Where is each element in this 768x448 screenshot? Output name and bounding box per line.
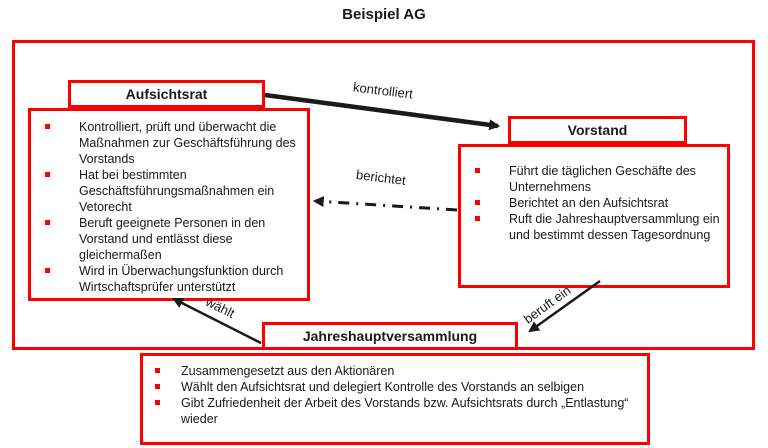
aufsichtsrat-bullet-list: Kontrolliert, prüft und überwacht die Ma…: [31, 119, 307, 295]
list-item: Wählt den Aufsichtsrat und delegiert Kon…: [143, 379, 647, 395]
list-item: Ruft die Jahreshauptversammlung ein und …: [461, 211, 727, 243]
vorstand-bullet-list: Führt die täglichen Geschäfte des Untern…: [461, 163, 727, 243]
list-item: Wird in Überwachungsfunktion durch Wirts…: [31, 263, 307, 295]
list-item: Berichtet an den Aufsichtsrat: [461, 195, 727, 211]
vorstand-header: Vorstand: [508, 116, 687, 144]
list-item: Kontrolliert, prüft und überwacht die Ma…: [31, 119, 307, 167]
list-item: Beruft geeignete Personen in den Vorstan…: [31, 215, 307, 263]
list-item: Gibt Zufriedenheit der Arbeit des Vorsta…: [143, 395, 647, 427]
vorstand-box: Führt die täglichen Geschäfte des Untern…: [458, 144, 730, 288]
aufsichtsrat-header: Aufsichtsrat: [68, 80, 265, 108]
jahreshauptversammlung-box: Zusammengesetzt aus den Aktionären Wählt…: [140, 353, 650, 445]
jahreshauptversammlung-header: Jahreshauptversammlung: [262, 322, 518, 350]
jahreshauptversammlung-bullet-list: Zusammengesetzt aus den Aktionären Wählt…: [143, 363, 647, 427]
list-item: Hat bei bestimmten Geschäftsführungsmaßn…: [31, 167, 307, 215]
list-item: Zusammengesetzt aus den Aktionären: [143, 363, 647, 379]
page-title: Beispiel AG: [342, 6, 426, 23]
aufsichtsrat-box: Kontrolliert, prüft und überwacht die Ma…: [28, 108, 310, 301]
list-item: Führt die täglichen Geschäfte des Untern…: [461, 163, 727, 195]
